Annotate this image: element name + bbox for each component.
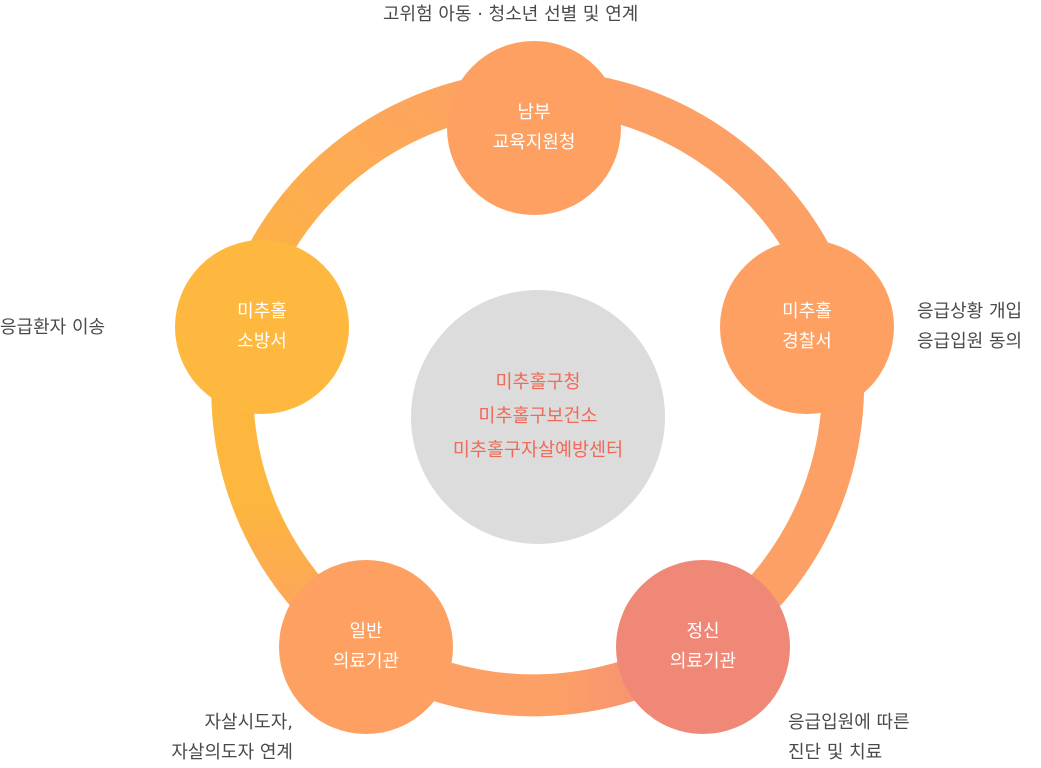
label-br-line-2: 진단 및 치료 [788,742,883,763]
label-bl-line-2: 자살의도자 연계 [171,742,293,763]
label-br-line-1: 응급입원에 따른 [788,712,910,733]
node-general-medical: 일반 의료기관 [279,560,453,734]
center-line-3: 미추홀구자살예방센터 [452,440,624,461]
node-top-line-1: 남부 [517,102,551,123]
center-organizations-circle: 미추홀구청 미추홀구보건소 미추홀구자살예방센터 [411,290,665,544]
node-education-office: 남부 교육지원청 [447,41,621,215]
node-top-line-2: 교육지원청 [492,132,576,153]
node-right-line-2: 경찰서 [782,331,832,352]
node-bl-line-2: 의료기관 [332,651,400,672]
label-fire-role: 응급환자 이송 [0,313,105,343]
label-education-role: 고위험 아동 · 청소년 선별 및 연계 [383,0,638,30]
label-left-text: 응급환자 이송 [0,317,106,338]
node-fire-station: 미추홀 소방서 [175,240,349,414]
node-bl-line-1: 일반 [349,621,383,642]
node-br-line-1: 정신 [686,621,720,642]
node-left-line-2: 소방서 [237,331,287,352]
label-top-text: 고위험 아동 · 청소년 선별 및 연계 [383,4,639,25]
label-general-medical-role: 자살시도자, 자살의도자 연계 [137,708,293,768]
node-left-line-1: 미추홀 [237,301,287,322]
center-line-1: 미추홀구청 [495,372,581,393]
center-line-2: 미추홀구보건소 [478,406,598,427]
label-police-role: 응급상황 개입 응급입원 동의 [917,297,1022,357]
label-right-line-2: 응급입원 동의 [917,331,1023,352]
label-psychiatric-role: 응급입원에 따른 진단 및 치료 [788,708,910,768]
node-right-line-1: 미추홀 [782,301,832,322]
node-psychiatric-medical: 정신 의료기관 [616,560,790,734]
node-police-station: 미추홀 경찰서 [720,240,894,414]
label-right-line-1: 응급상황 개입 [917,301,1023,322]
label-bl-line-1: 자살시도자, [204,712,293,733]
node-br-line-2: 의료기관 [669,651,737,672]
